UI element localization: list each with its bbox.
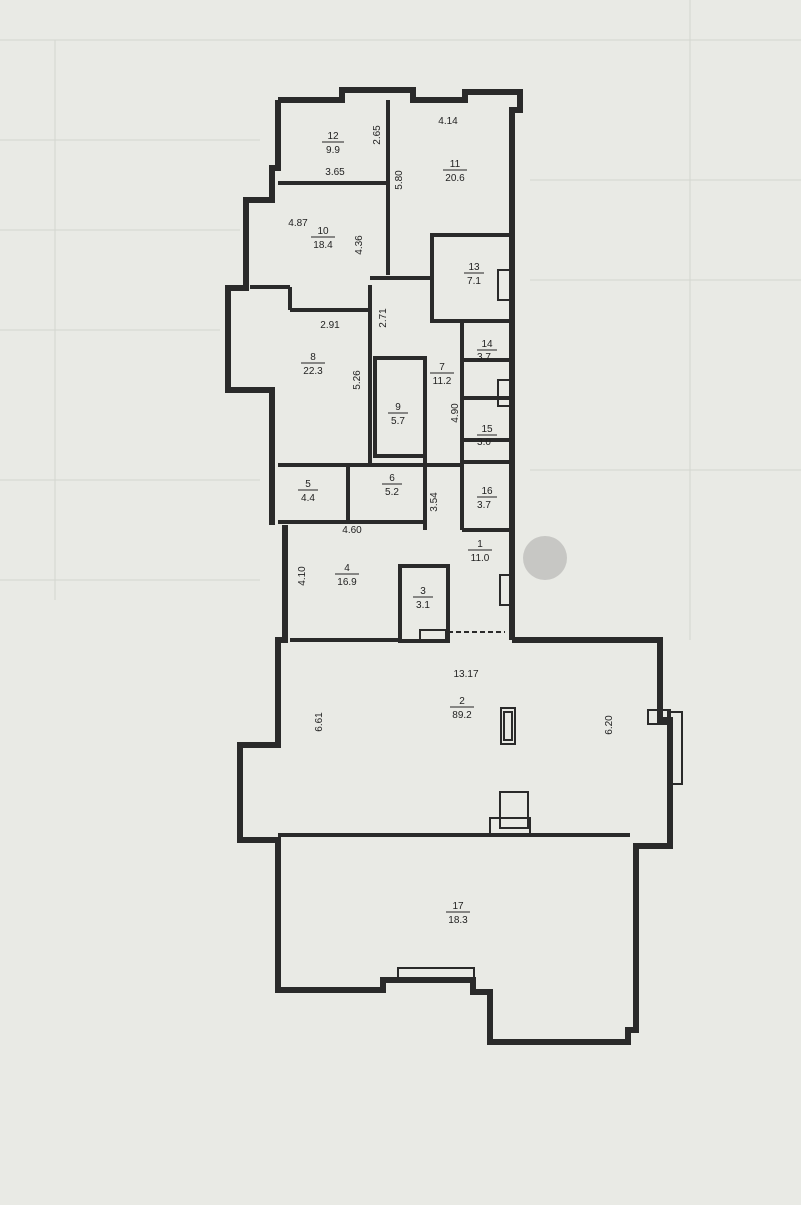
blur-stamp (523, 536, 567, 580)
svg-text:18.3: 18.3 (448, 915, 468, 926)
room-label-14: 14 3.7 (477, 339, 497, 363)
room-label-6: 6 5.2 (382, 473, 402, 498)
svg-text:3: 3 (420, 586, 426, 597)
dimension-13-17: 13.17 (453, 669, 478, 680)
dimension-6-20: 6.20 (604, 715, 615, 735)
dimension-2-91: 2.91 (320, 320, 340, 331)
svg-text:6: 6 (389, 473, 395, 484)
svg-text:10: 10 (317, 226, 329, 237)
svg-text:3.7: 3.7 (477, 500, 491, 511)
room-label-16: 16 3.7 (477, 486, 497, 511)
background-grid (0, 0, 801, 640)
svg-text:20.6: 20.6 (445, 173, 465, 184)
svg-text:16.9: 16.9 (337, 577, 357, 588)
svg-text:89.2: 89.2 (452, 710, 472, 721)
svg-text:15: 15 (481, 424, 493, 435)
svg-text:11.0: 11.0 (471, 553, 490, 564)
room-label-4: 4 16.9 (335, 563, 359, 588)
svg-text:5: 5 (305, 479, 311, 490)
room-label-10: 10 18.4 (311, 226, 335, 251)
svg-text:2: 2 (459, 696, 465, 707)
dimension-4-87: 4.87 (288, 218, 308, 229)
fixtures (397, 269, 683, 981)
svg-text:4: 4 (344, 563, 350, 574)
room-labels: 12 9.9 11 20.6 10 18.4 13 7.1 8 22.3 14 … (298, 131, 497, 926)
dimension-4-60: 4.60 (342, 525, 362, 536)
svg-text:9: 9 (395, 402, 401, 413)
dimension-4-10: 4.10 (297, 566, 308, 586)
room-label-5: 5 4.4 (298, 479, 318, 504)
svg-text:1: 1 (477, 539, 483, 550)
svg-text:5.7: 5.7 (391, 416, 405, 427)
room-label-9: 9 5.7 (388, 402, 408, 427)
svg-text:11.2: 11.2 (433, 376, 452, 387)
interior-walls (250, 100, 630, 837)
dimension-3-54: 3.54 (429, 492, 440, 512)
outer-walls (225, 87, 673, 1045)
dimension-labels: 4.14 2.65 3.65 5.80 4.87 4.36 2.91 2.71 … (288, 116, 615, 735)
dimension-6-61: 6.61 (314, 712, 325, 732)
svg-text:17: 17 (452, 901, 464, 912)
room-label-13: 13 7.1 (464, 262, 484, 287)
room-label-17: 17 18.3 (446, 901, 470, 926)
room-label-11: 11 20.6 (443, 159, 467, 184)
svg-text:4.4: 4.4 (301, 493, 315, 504)
svg-text:22.3: 22.3 (303, 366, 323, 377)
svg-text:3.7: 3.7 (477, 352, 491, 363)
room-label-1: 1 11.0 (468, 539, 492, 564)
dimension-2-65: 2.65 (372, 125, 383, 145)
dimension-5-80: 5.80 (394, 170, 405, 190)
svg-text:12: 12 (327, 131, 339, 142)
svg-text:14: 14 (481, 339, 493, 350)
svg-text:8: 8 (310, 352, 316, 363)
room-label-3: 3 3.1 (413, 586, 433, 611)
dimension-4-14: 4.14 (438, 116, 458, 127)
svg-text:7: 7 (439, 362, 445, 373)
svg-text:9.9: 9.9 (326, 145, 340, 156)
svg-text:3.1: 3.1 (416, 600, 430, 611)
svg-text:13: 13 (468, 262, 480, 273)
room-label-7: 7 11.2 (430, 362, 454, 387)
svg-text:18.4: 18.4 (313, 240, 333, 251)
svg-text:7.1: 7.1 (467, 276, 481, 287)
dimension-3-65: 3.65 (325, 167, 345, 178)
room-label-2: 2 89.2 (450, 696, 474, 721)
svg-text:11: 11 (450, 159, 461, 170)
dimension-4-36: 4.36 (354, 235, 365, 255)
dimension-4-90: 4.90 (450, 403, 461, 423)
room-label-8: 8 22.3 (301, 352, 325, 377)
svg-text:5.2: 5.2 (385, 487, 399, 498)
svg-text:3.0: 3.0 (477, 437, 491, 448)
room-label-15: 15 3.0 (477, 424, 497, 448)
dimension-5-26: 5.26 (352, 370, 363, 390)
dimension-2-71: 2.71 (378, 308, 389, 328)
room-label-12: 12 9.9 (322, 131, 344, 156)
svg-text:16: 16 (481, 486, 493, 497)
